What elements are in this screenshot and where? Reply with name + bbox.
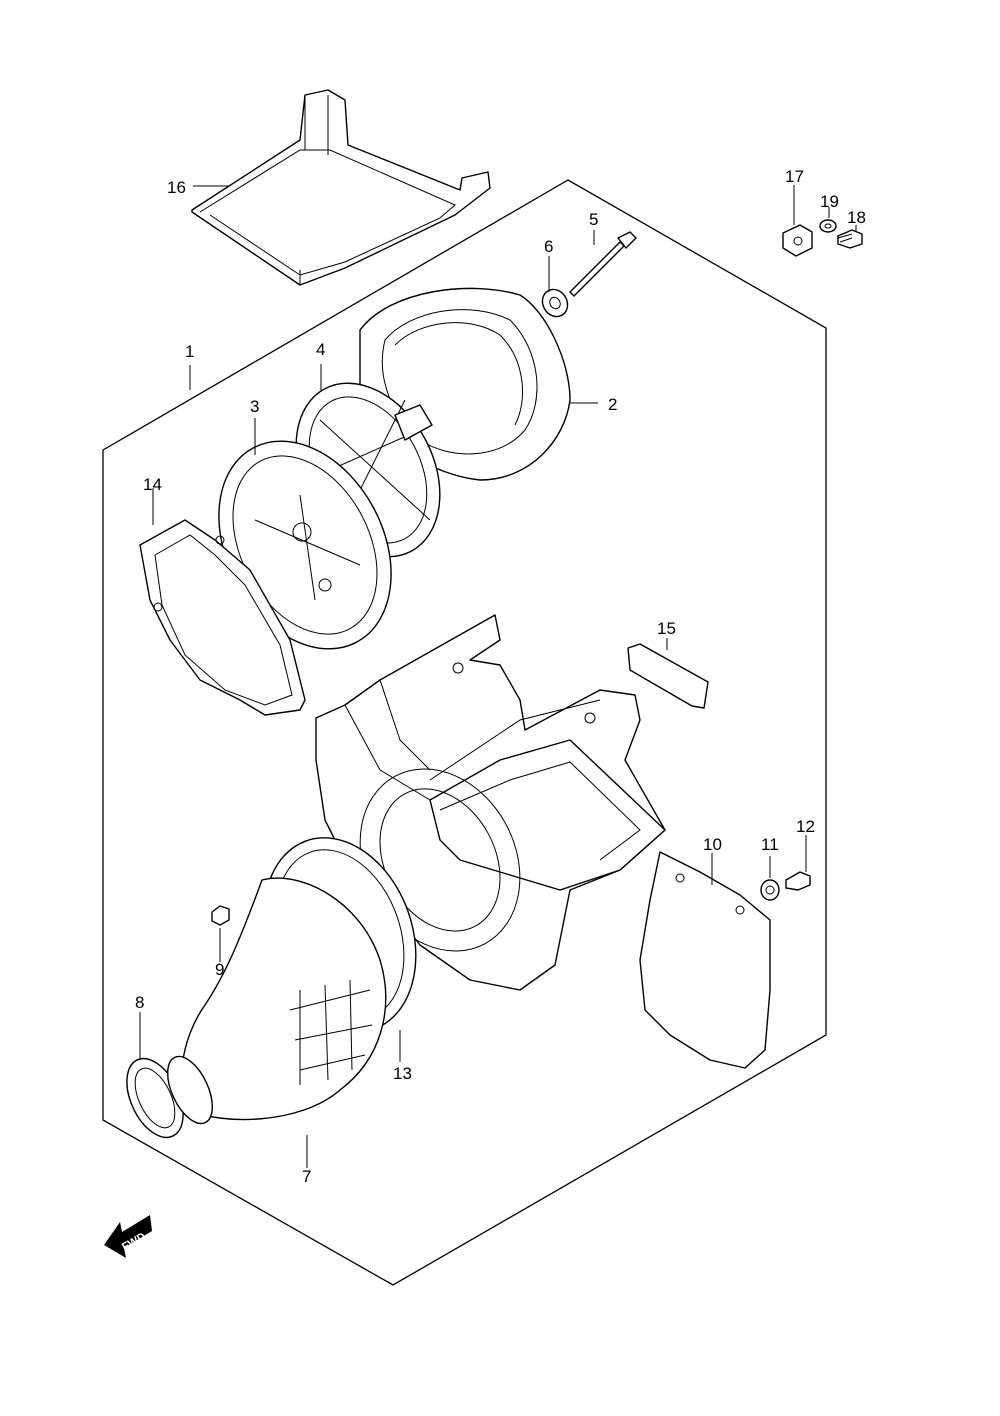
part-12-screw <box>785 871 811 891</box>
part-9-nut <box>211 905 230 926</box>
callout-7: 7 <box>302 1167 311 1186</box>
part-14-gasket <box>139 519 306 716</box>
callout-17: 17 <box>785 167 804 186</box>
callout-13: 13 <box>393 1064 412 1083</box>
callout-8: 8 <box>135 993 144 1012</box>
callout-5: 5 <box>589 210 598 229</box>
callout-14: 14 <box>143 475 162 494</box>
callout-12: 12 <box>796 817 815 836</box>
part-8-clamp <box>126 1055 214 1139</box>
part-10-flap <box>639 851 771 1069</box>
callout-11: 11 <box>761 835 779 854</box>
callout-3: 3 <box>250 397 259 416</box>
callout-6: 6 <box>544 237 553 256</box>
part-17-clip <box>782 224 813 257</box>
callout-18: 18 <box>847 208 866 227</box>
part-19-washer <box>819 219 837 233</box>
part-18-bolt <box>837 229 863 249</box>
callout-labels: 16 1 2 3 4 5 6 7 8 9 10 11 12 13 14 15 1… <box>135 167 866 1186</box>
leader-lines <box>139 185 857 1168</box>
assembly-boundary <box>102 179 827 1286</box>
part-6-washer <box>541 288 569 318</box>
part-16-cover <box>191 89 491 286</box>
callout-9: 9 <box>215 960 224 979</box>
callout-19: 19 <box>820 192 839 211</box>
callout-2: 2 <box>608 395 617 414</box>
part-7-intake-boot <box>180 877 387 1121</box>
fwd-arrow-badge: FWD <box>104 1215 152 1258</box>
callout-10: 10 <box>703 835 722 854</box>
part-5-bolt <box>569 231 637 297</box>
callout-1: 1 <box>185 342 194 361</box>
callout-16: 16 <box>167 178 186 197</box>
part-15-label <box>627 643 709 709</box>
part-1-airbox <box>315 614 666 991</box>
part-11-nut <box>760 879 780 901</box>
callout-4: 4 <box>316 340 325 359</box>
callout-15: 15 <box>657 619 676 638</box>
